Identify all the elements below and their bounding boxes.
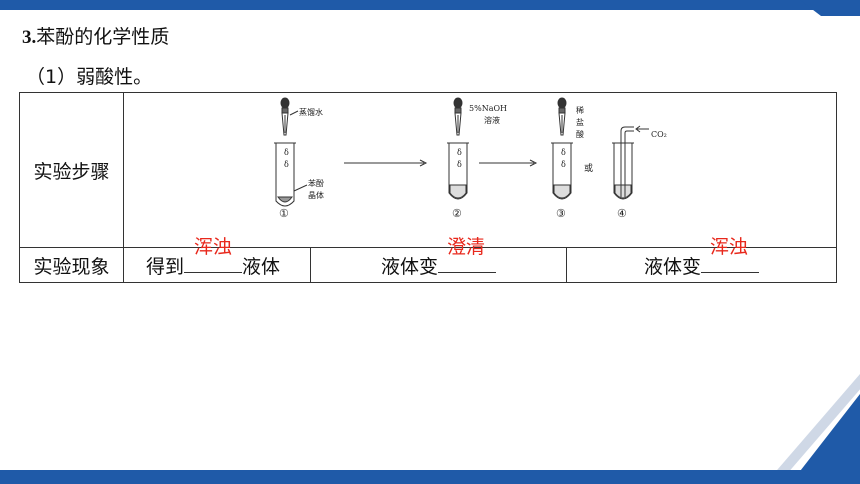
steps-header: 实验步骤 <box>19 92 124 248</box>
bubble: δ <box>284 148 289 157</box>
label-hydrochloric: 盐 <box>576 117 584 127</box>
label-solution: 溶液 <box>484 115 500 125</box>
bubble: δ <box>561 148 566 157</box>
section-heading: 3.苯酚的化学性质 <box>22 26 170 48</box>
label-water: 蒸馏水 <box>299 107 323 117</box>
label-crystal: 晶体 <box>308 190 324 200</box>
tube-1 <box>274 142 296 207</box>
observation-cell-3: 液体变 <box>566 247 837 283</box>
dropper-1 <box>280 97 290 136</box>
label-dilute: 稀 <box>576 105 584 115</box>
label-naoh: 5%NaOH <box>469 104 507 113</box>
arrow-right <box>479 159 538 167</box>
tube-number-3: ③ <box>556 207 566 220</box>
tube-number-2: ② <box>452 207 462 220</box>
label-co2: CO₂ <box>651 130 667 139</box>
observation-text: 液体 <box>242 255 281 278</box>
subheading: （1）弱酸性。 <box>26 66 153 88</box>
experiment-table: 实验步骤 蒸馏水 δ δ <box>19 92 837 283</box>
tube-3 <box>551 142 573 200</box>
label-acid: 酸 <box>576 129 584 139</box>
answer-blank <box>184 258 243 273</box>
bubble: δ <box>561 160 566 169</box>
observation-cell-1: 得到 液体 <box>123 247 311 283</box>
label-phenol: 苯酚 <box>308 178 324 188</box>
arrow-right <box>344 159 428 167</box>
tube-number-1: ① <box>279 207 289 220</box>
dropper-2 <box>453 97 463 136</box>
observations-row: 实验现象 得到 液体 液体变 液体变 <box>19 247 837 283</box>
answer-blank <box>701 258 759 273</box>
observation-cell-2: 液体变 <box>310 247 567 283</box>
tube-2 <box>447 142 469 200</box>
answer-1: 浑浊 <box>194 236 233 258</box>
steps-diagram-cell: 蒸馏水 δ δ 苯酚 晶体 ① <box>123 92 837 248</box>
observation-text: 得到 <box>146 255 185 278</box>
answer-blank <box>438 258 496 273</box>
arrow-left-icon <box>635 125 649 133</box>
bottom-decor-bar <box>0 470 860 484</box>
tube-number-4: ④ <box>617 207 627 220</box>
dropper-3 <box>557 97 567 136</box>
answer-2: 澄清 <box>447 236 486 258</box>
answer-3: 浑浊 <box>710 236 749 258</box>
observation-text: 液体变 <box>380 255 438 278</box>
steps-row: 实验步骤 蒸馏水 δ δ <box>19 92 837 248</box>
bubble: δ <box>457 160 462 169</box>
observations-header: 实验现象 <box>19 247 124 283</box>
top-decor-bar <box>0 0 860 10</box>
observation-text: 液体变 <box>643 255 701 278</box>
label-or: 或 <box>584 162 593 174</box>
tube-4 <box>612 126 634 200</box>
apparatus-diagram: 蒸馏水 δ δ 苯酚 晶体 ① <box>274 97 667 220</box>
bubble: δ <box>457 148 462 157</box>
bubble: δ <box>284 160 289 169</box>
